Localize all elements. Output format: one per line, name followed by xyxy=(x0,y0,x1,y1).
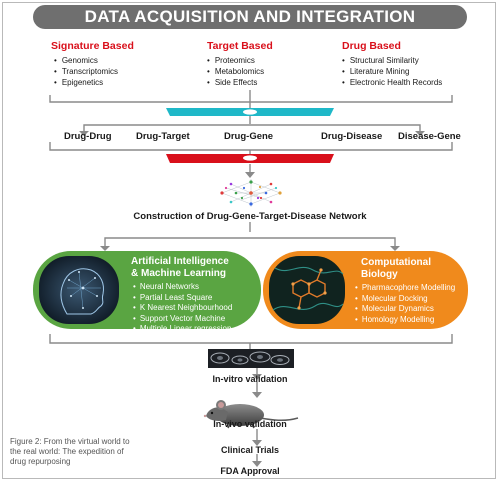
drug-based-title: Drug Based xyxy=(342,40,401,52)
network-label: Construction of Drug-Gene-Target-Disease… xyxy=(133,211,367,222)
ai-panel-title-line2: & Machine Learning xyxy=(131,268,227,279)
ai-head-image xyxy=(39,256,119,324)
list-item: Neural Networks xyxy=(133,282,232,293)
relation-disease-gene: Disease-Gene xyxy=(398,131,461,142)
in-vitro-label: In-vitro validation xyxy=(212,374,288,384)
relation-drug-disease: Drug-Disease xyxy=(321,131,383,142)
fda-approval-label: FDA Approval xyxy=(220,466,280,476)
clinical-trials-label: Clinical Trials xyxy=(220,445,280,455)
list-item: Pharmacophore Modelling xyxy=(355,283,455,294)
network-graph-image xyxy=(220,179,282,207)
list-item: Metabolomics xyxy=(207,66,264,77)
ai-panel-title-line1: Artificial Intelligence xyxy=(131,256,229,267)
signature-based-list: Genomics Transcriptomics Epigenetics xyxy=(54,55,118,88)
computational-biology-panel: Computational Biology Pharmacophore Mode… xyxy=(263,251,468,329)
target-based-title: Target Based xyxy=(207,40,273,52)
molecule-image xyxy=(269,256,345,324)
list-item: Partial Least Square xyxy=(133,293,232,304)
list-item: K Nearest Neighbourhood xyxy=(133,303,233,314)
bio-panel-title-line1: Computational xyxy=(361,257,431,268)
figure-frame xyxy=(2,2,496,479)
list-item: Structural Similarity xyxy=(342,55,442,66)
ai-ml-panel: Artificial Intelligence & Machine Learni… xyxy=(33,251,261,333)
bio-panel-title-line2: Biology xyxy=(361,269,398,280)
list-item: Proteomics xyxy=(207,55,264,66)
in-vivo-label: In-vivo validation xyxy=(213,419,287,429)
list-item: Literature Mining xyxy=(342,66,442,77)
list-item: Genomics xyxy=(54,55,118,66)
list-item: Support Vector Machine xyxy=(133,314,232,325)
relation-drug-drug: Drug-Drug xyxy=(64,131,112,142)
list-item: Electronic Health Records xyxy=(342,77,442,88)
list-item: Molecular Dynamics xyxy=(355,304,455,315)
figure-caption: Figure 2: From the virtual world to the … xyxy=(10,437,130,466)
list-item: Multiple Linear regression xyxy=(133,324,232,335)
ai-panel-list: Neural Networks Partial Least Square K N… xyxy=(133,282,233,335)
list-item: Transcriptomics xyxy=(54,66,118,77)
cell-microscopy-image xyxy=(208,349,294,368)
page-title: DATA ACQUISITION AND INTEGRATION xyxy=(33,5,467,29)
list-item: Epigenetics xyxy=(54,77,118,88)
list-item: Homology Modelling xyxy=(355,315,455,326)
relation-drug-gene: Drug-Gene xyxy=(224,131,274,142)
relation-drug-target: Drug-Target xyxy=(136,131,190,142)
target-based-list: Proteomics Metabolomics Side Effects xyxy=(207,55,264,88)
signature-based-title: Signature Based xyxy=(51,40,134,52)
list-item: Side Effects xyxy=(207,77,264,88)
bio-panel-list: Pharmacophore Modelling Molecular Dockin… xyxy=(355,283,455,325)
drug-based-list: Structural Similarity Literature Mining … xyxy=(342,55,442,88)
list-item: Molecular Docking xyxy=(355,294,455,305)
mouse-image xyxy=(203,400,299,429)
